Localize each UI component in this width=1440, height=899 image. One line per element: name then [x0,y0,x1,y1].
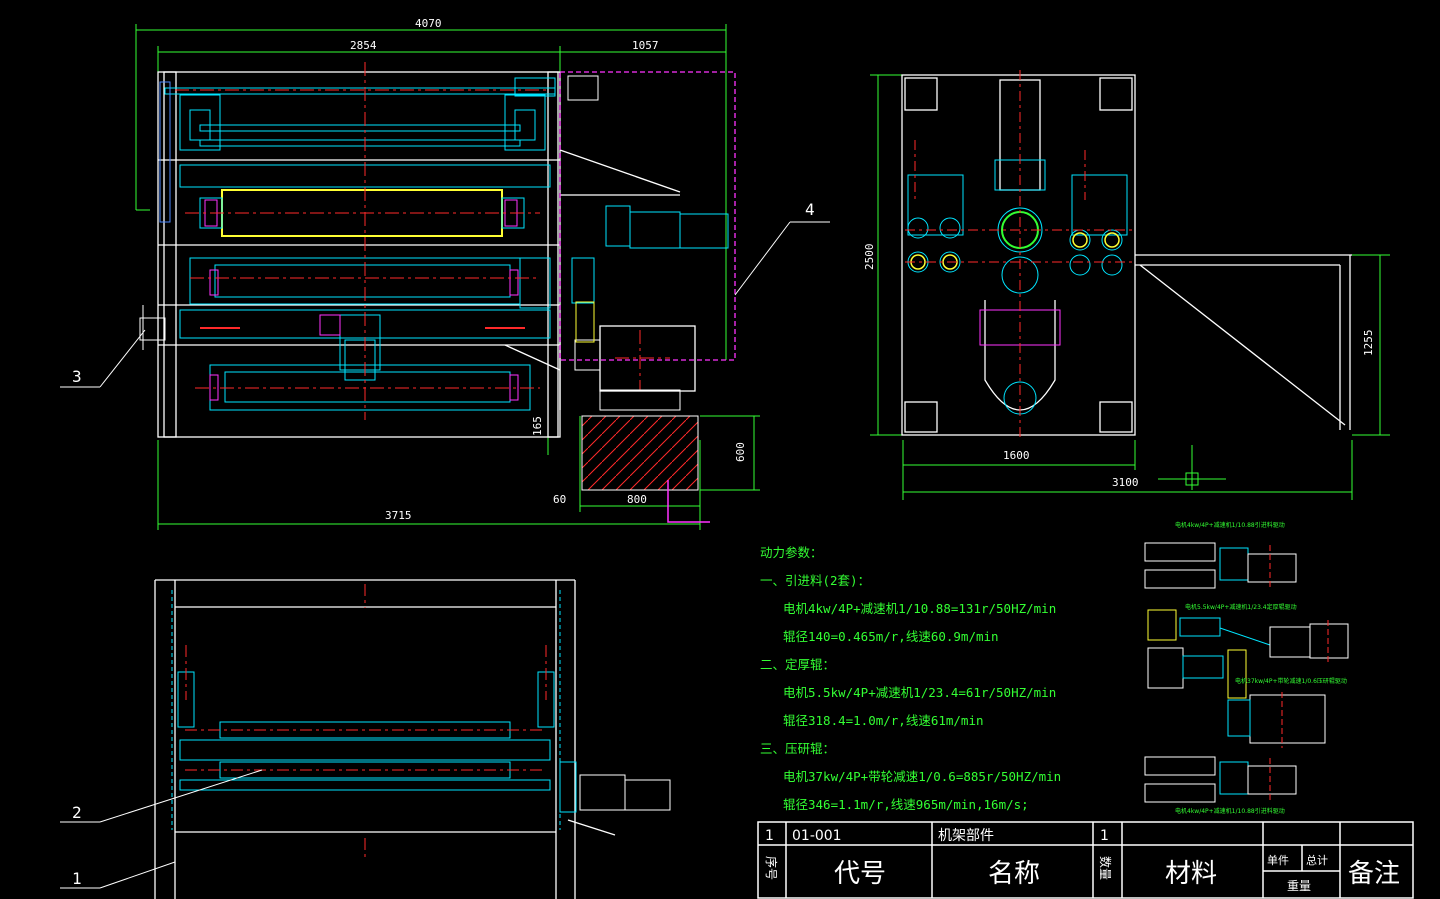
callout-4: 4 [805,200,815,219]
side-dimension-lines [870,74,1390,500]
dim-side-overall-width: 3100 [1112,476,1139,489]
callout-leaders [60,221,830,889]
callout-1: 1 [72,869,82,888]
header-unit: 单件 [1267,854,1289,867]
dim-support-height: 1255 [1362,330,1375,357]
top-roller-assembly [159,75,599,223]
side-components [907,159,1128,415]
note-line: 电机37kw/4P+带轮减速1/0.6=885r/50HZ/min [783,769,1061,784]
header-code: 代号 [834,859,886,889]
row-seq: 1 [765,828,774,844]
dim-foundation-height: 600 [734,442,747,462]
dim-side-height: 2500 [863,244,876,271]
front-view: 4070 2854 1057 3715 800 60 600 165 [135,17,760,530]
header-weight: 重量 [1287,879,1311,893]
note-line: 辊径140=0.465m/r,线速60.9m/min [783,629,999,644]
bottom-center-lines [185,584,547,860]
row-qty: 1 [1100,828,1109,844]
roller-bearings [179,164,729,411]
motor-foundation [581,415,699,491]
note-line: 电机5.5kw/4P+减速机1/23.4=61r/50HZ/min [783,685,1056,700]
power-notes: 动力参数： 一、引进料(2套)： 电机4kw/4P+减速机1/10.88=131… [760,545,1061,812]
side-view: 2500 1600 3100 1255 [863,70,1390,500]
note-line: 三、压研辊： [760,741,835,756]
detail-tag: 电机5.5kw/4P+减速机1/23.4定厚辊驱动 [1185,603,1297,611]
row-name: 机架部件 [938,828,994,844]
front-frame [157,71,681,438]
callout-3: 3 [72,367,82,386]
callout-2: 2 [72,803,82,822]
drive-detail-2 [1147,609,1349,744]
note-line: 一、引进料(2套)： [760,573,870,588]
guard-outline [559,71,736,361]
dim-overall: 4070 [415,17,442,30]
header-seq: 序号 [764,856,779,880]
dim-left-span: 2854 [350,39,377,52]
detail-tag: 电机4kw/4P+减速机1/10.88引进料驱动 [1175,807,1285,815]
header-name: 名称 [988,859,1040,889]
title-block-grid [757,821,1414,899]
header-remark: 备注 [1348,859,1400,889]
drive-detail-1 [1144,542,1297,589]
side-center-lines [905,70,1135,440]
origin-marker [667,480,710,523]
dim-base-width: 3715 [385,509,412,522]
header-total: 总计 [1306,853,1328,867]
note-line: 二、定厚辊： [760,657,835,672]
detail-tag: 电机4kw/4P+减速机1/10.88引进料驱动 [1175,521,1285,529]
main-motor [574,301,696,411]
drive-details: 电机4kw/4P+减速机1/10.88引进料驱动 电机5.5kw/4P+减速机1… [1144,521,1349,815]
note-line: 电机4kw/4P+减速机1/10.88=131r/50HZ/min [783,601,1056,616]
bottom-rollers [171,590,671,830]
dim-right-span: 1057 [632,39,659,52]
front-center-lines [175,62,670,420]
header-material: 材料 [1165,859,1217,889]
dim-offset: 60 [553,493,566,506]
bottom-view [154,579,671,899]
notes-heading: 动力参数： [760,545,823,560]
dim-inner-width: 1600 [1003,449,1030,462]
handwheel [139,305,166,350]
header-qty: 数量 [1098,856,1113,880]
ucs-icon [1158,445,1226,490]
dim-motor-base: 800 [627,493,647,506]
side-frame [901,74,1352,436]
detail-tag: 电机37kw/4P+带轮减速1/0.6压研辊驱动 [1235,677,1347,685]
title-block: 1 01-001 机架部件 1 序号 代号 名称 数量 材料 单件 总计 重量 … [757,821,1414,899]
note-line: 辊径346=1.1m/r,线速965m/min,16m/s; [783,797,1029,812]
front-dimension-lines [135,24,760,530]
row-code: 01-001 [792,828,842,844]
detail-center-lines [1269,545,1329,800]
note-line: 辊径318.4=1.0m/r,线速61m/min [783,713,984,728]
drive-detail-3 [1144,756,1297,803]
bottom-frame [154,579,616,899]
dim-clearance: 165 [531,416,544,436]
